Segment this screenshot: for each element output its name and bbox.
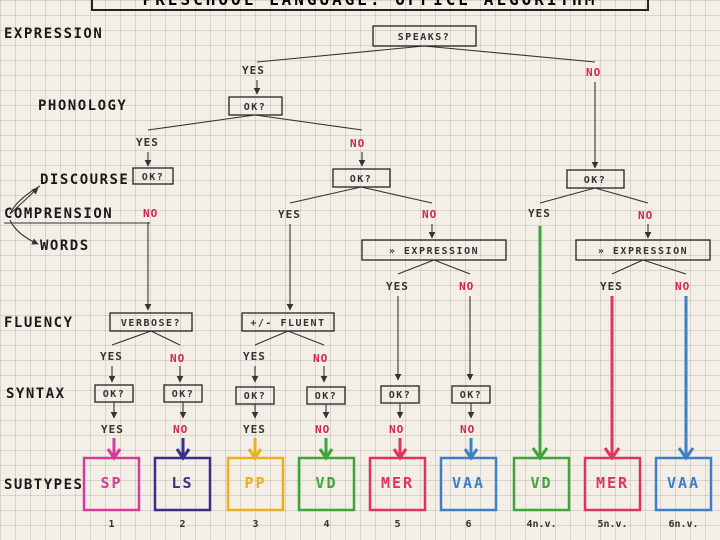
- svg-text:NO: NO: [313, 352, 328, 365]
- svg-text:NO: NO: [350, 137, 365, 150]
- subtypes-row: SP 1 LS 2 PP 3 VD 4 MER 5 VAA 6 VD 4n.v. MER 5n.v. VAA 6n…: [82, 456, 713, 530]
- svg-text:YES: YES: [101, 423, 124, 436]
- subtype-box-7: VD 4n.v.: [512, 456, 571, 530]
- svg-text:NO: NO: [459, 280, 474, 293]
- subtype-box-2: LS 2: [153, 456, 212, 530]
- row-label-phonology: PHONOLOGY: [38, 98, 127, 114]
- subtype-number: 5: [394, 519, 400, 530]
- svg-text:OK?: OK?: [584, 175, 607, 186]
- svg-text:OK?: OK?: [244, 391, 267, 402]
- subtype-box-6: VAA 6: [439, 456, 498, 530]
- svg-text:YES: YES: [243, 423, 266, 436]
- svg-text:YES: YES: [243, 350, 266, 363]
- title-box: [91, 0, 649, 11]
- diagram-title: PRESCHOOL LANGUAGE: OFFICE ALGORITHM: [143, 0, 598, 9]
- subtype-frame: [82, 456, 141, 512]
- svg-text:NO: NO: [460, 423, 475, 436]
- svg-text:NO: NO: [675, 280, 690, 293]
- svg-text:OK?: OK?: [389, 390, 412, 401]
- subtype-box-8: MER 5n.v.: [583, 456, 642, 530]
- svg-text:NO: NO: [315, 423, 330, 436]
- subtype-box-4: VD 4: [297, 456, 356, 530]
- svg-text:OK?: OK?: [460, 390, 483, 401]
- subtype-frame: [226, 456, 285, 512]
- subtype-label: VD: [530, 474, 552, 492]
- branch-no: NO: [586, 66, 601, 79]
- subtype-box-5: MER 5: [368, 456, 427, 530]
- svg-text:NO: NO: [143, 207, 158, 220]
- svg-text:VERBOSE?: VERBOSE?: [121, 318, 181, 329]
- svg-text:YES: YES: [600, 280, 623, 293]
- branch-yes: YES: [242, 64, 265, 77]
- row-label-discourse: DISCOURSE: [40, 172, 129, 188]
- subtype-label: VD: [315, 474, 337, 492]
- subtype-label: VAA: [667, 474, 700, 492]
- subtype-label: SP: [100, 474, 122, 492]
- subtype-number: 6: [465, 519, 471, 530]
- subtype-frame: [368, 456, 427, 512]
- subtype-frame: [654, 456, 713, 512]
- svg-text:OK?: OK?: [315, 391, 338, 402]
- subtype-number: 2: [179, 519, 185, 530]
- subtype-frame: [512, 456, 571, 512]
- svg-text:NO: NO: [638, 209, 653, 222]
- subtype-number: 6n.v.: [668, 519, 698, 530]
- subtype-label: VAA: [452, 474, 485, 492]
- subtype-box-1: SP 1: [82, 456, 141, 530]
- row-label-comprension: COMPRENSION: [4, 206, 113, 222]
- subtype-box-3: PP 3: [226, 456, 285, 530]
- svg-text:OK?: OK?: [350, 174, 373, 185]
- subtype-number: 4n.v.: [526, 519, 556, 530]
- subtype-frame: [297, 456, 356, 512]
- row-label-syntax: SYNTAX: [6, 386, 66, 402]
- subtype-number: 5n.v.: [597, 519, 627, 530]
- row-label-fluency: FLUENCY: [4, 315, 74, 331]
- row-label-expression: EXPRESSION: [4, 26, 103, 42]
- svg-text:YES: YES: [278, 208, 301, 221]
- subtype-label: MER: [381, 474, 414, 492]
- row-label-words: WORDS: [40, 238, 90, 254]
- svg-text:SPEAKS?: SPEAKS?: [398, 32, 451, 43]
- subtype-number: 1: [108, 519, 114, 530]
- subtype-label: PP: [244, 474, 266, 492]
- svg-text:NO: NO: [170, 352, 185, 365]
- svg-text:NO: NO: [389, 423, 404, 436]
- svg-text:YES: YES: [100, 350, 123, 363]
- svg-text:YES: YES: [528, 207, 551, 220]
- subtype-box-9: VAA 6n.v.: [654, 456, 713, 530]
- subtype-label: LS: [171, 474, 193, 492]
- svg-text:NO: NO: [422, 208, 437, 221]
- subtype-label: MER: [596, 474, 629, 492]
- svg-text:YES: YES: [386, 280, 409, 293]
- row-label-subtypes: SUBTYPES: [4, 477, 83, 493]
- svg-text:OK?: OK?: [172, 389, 195, 400]
- svg-text:OK?: OK?: [103, 389, 126, 400]
- svg-text:+/- FLUENT: +/- FLUENT: [250, 318, 325, 329]
- comprehension-ok-node-a: [132, 167, 174, 185]
- subtype-number: 4: [323, 519, 329, 530]
- subtype-frame: [439, 456, 498, 512]
- svg-text:YES: YES: [136, 136, 159, 149]
- svg-text:» EXPRESSION: » EXPRESSION: [598, 246, 688, 257]
- svg-text:NO: NO: [173, 423, 188, 436]
- subtype-frame: [583, 456, 642, 512]
- subtype-frame: [153, 456, 212, 512]
- svg-text:OK?: OK?: [142, 172, 165, 183]
- subtype-number: 3: [252, 519, 258, 530]
- svg-text:» EXPRESSION: » EXPRESSION: [389, 246, 479, 257]
- svg-text:OK?: OK?: [244, 102, 267, 113]
